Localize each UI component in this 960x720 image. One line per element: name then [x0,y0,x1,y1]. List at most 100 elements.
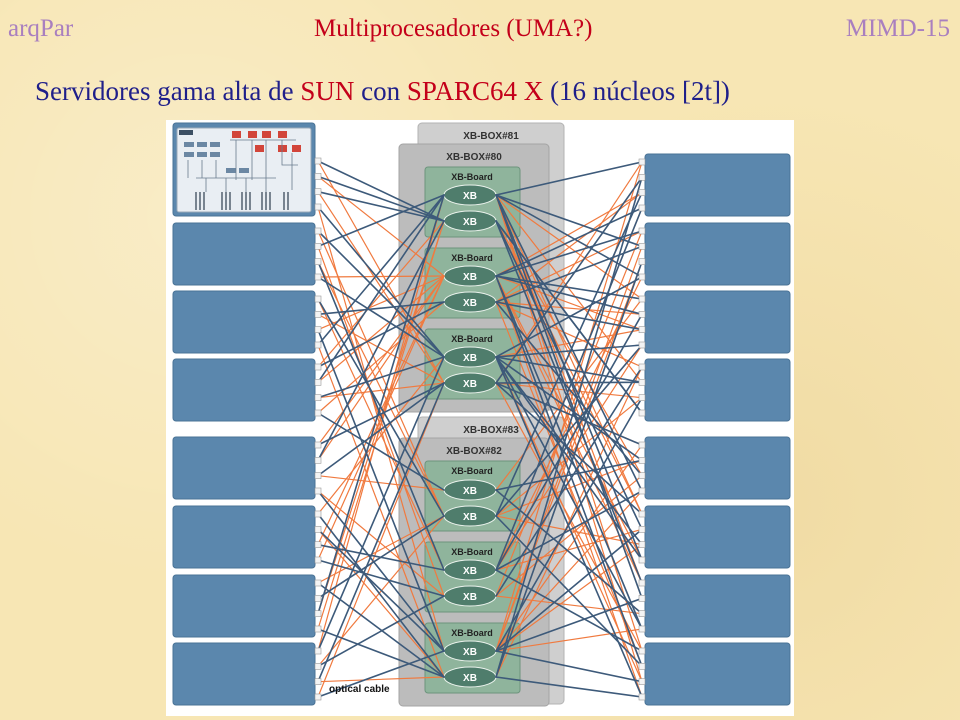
optical-cable-line [495,628,643,652]
optical-cable-line [317,595,445,668]
system-board-panel [644,222,791,286]
xb-chip-label: XB [463,217,477,228]
optical-cable-line [495,595,643,615]
connector-port [314,188,322,195]
connector-port [638,647,646,655]
optical-cable-line [317,515,445,600]
connector-port [314,693,322,701]
optical-cable-line [317,382,445,446]
system-board-detail [176,127,312,213]
optical-cable-line [317,230,445,517]
connector-port [638,472,646,479]
optical-cable-line [317,230,445,358]
optical-cable-line [495,301,643,667]
connector-port [638,158,646,166]
optical-cable-line [495,176,643,384]
system-board-panel [644,153,791,217]
xb-chip-label: XB [463,272,477,283]
xb-chip-label: XB [463,191,477,202]
optical-cable-line [495,275,643,698]
xb-board-1: XB-Board XB XB [424,166,521,238]
optical-cable-line [317,328,445,652]
optical-cable-line [495,161,643,196]
connector-port [638,625,646,633]
optical-cables [317,160,643,698]
optical-cable-line [317,301,445,316]
optical-cable-line [495,194,643,383]
connector-port [638,243,646,250]
connector-port [314,295,322,303]
connector-port [638,295,646,303]
optical-cable-line [495,275,643,630]
optical-cable-line [317,356,445,515]
optical-cable-line [495,194,643,248]
optical-cable-line [317,190,445,222]
optical-cable-line [317,301,445,368]
optical-cable-line [495,194,643,561]
connector-port [314,510,322,518]
optical-cable-line [317,275,445,383]
system-board-panel [172,574,316,638]
optical-cable-line [317,528,445,678]
xb-chip-label: XB [463,673,477,684]
optical-cable-line [317,356,445,652]
connector-port [638,189,646,196]
subtitle-text-1: Servidores gama alta de [35,76,301,106]
xb-board-4-label: XB-Board [451,466,493,476]
legend-optical-cable: optical cable [329,684,390,695]
optical-cable-line [495,301,643,477]
optical-cable-line [317,194,445,346]
connector-port [314,625,322,633]
optical-cable-line [317,194,445,248]
optical-cable-line [317,650,445,698]
optical-cable-line [317,382,445,477]
optical-cable-line [317,194,445,384]
optical-cable-line [495,313,643,571]
optical-cable-line [495,544,643,652]
connector-port [638,409,646,417]
optical-cable-line [495,459,643,491]
xb-board-3-label: XB-Board [451,334,493,344]
xb-chip-label: XB [463,566,477,577]
optical-cable-line [495,475,643,597]
connector-port [638,204,646,212]
optical-cable-line [495,597,643,652]
connector-port [638,595,646,602]
optical-cable-line [495,194,643,492]
connector-port [314,579,322,587]
connector-port [638,227,646,235]
system-board-panel [172,290,316,354]
connector-port [314,311,322,318]
slide-title: Multiprocesadores (UMA?) [314,15,593,42]
connector-port [638,693,646,701]
connector-port [314,556,322,564]
optical-cable-line [317,160,445,222]
connector-port [638,441,646,449]
connector-port [314,258,322,265]
subtitle-text-2: con [354,76,407,106]
connector-port [314,363,322,371]
xb-board-2-label: XB-Board [451,253,493,263]
system-board-panel [644,436,791,500]
system-board-panel [172,222,316,286]
optical-cable-line [317,276,445,358]
connector-port [638,363,646,371]
connector-port [314,341,322,349]
system-board-panel [644,505,791,569]
optical-cable-line [495,191,643,517]
connector-port [638,663,646,670]
optical-cable-line [495,344,643,517]
connector-port [638,556,646,564]
connector-port [638,678,646,685]
connector-ports [314,157,646,701]
system-board-panel [172,358,316,422]
connector-port [638,610,646,617]
connector-port [638,394,646,401]
optical-cable-line [495,275,643,331]
optical-cable-line [495,344,643,358]
system-board-panel [644,574,791,638]
connector-port [638,273,646,281]
optical-cable-line [495,356,643,698]
optical-cable-line [495,301,643,315]
subtitle-text-3: (16 núcleos [2t]) [543,76,730,106]
